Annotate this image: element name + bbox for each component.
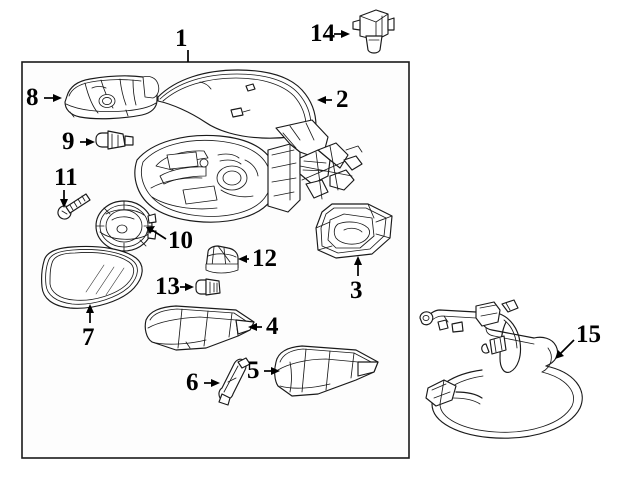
callout-leaders: [44, 30, 575, 387]
callout-label-6: 6: [186, 369, 199, 396]
leader-15: [559, 339, 575, 355]
part-1-linkage-detail: [299, 142, 363, 200]
callout-label-10: 10: [168, 227, 193, 254]
callout-label-11: 11: [54, 164, 78, 191]
callout-label-2: 2: [336, 86, 349, 113]
part-14-lamp-bulb-socket: [352, 9, 395, 54]
callout-label-1: 1: [175, 25, 188, 52]
callout-label-15: 15: [576, 321, 601, 348]
callout-label-9: 9: [62, 128, 75, 155]
callout-label-8: 8: [26, 84, 39, 111]
part-4-lower-cover-left: [144, 305, 255, 351]
callout-label-7: 7: [82, 324, 95, 351]
callout-label-14: 14: [310, 20, 335, 47]
callout-label-13: 13: [155, 273, 180, 300]
part-7-mirror-glass: [41, 245, 143, 309]
part-15-wiring-harness: [419, 299, 583, 439]
part-9-bulb-socket: [95, 130, 134, 150]
part-1-mirror-assembly-complete: [134, 119, 363, 223]
part-8-mirror-inner-housing: [64, 75, 160, 120]
callout-label-12: 12: [252, 245, 277, 272]
part-12-mounting-bracket: [205, 245, 239, 274]
leader-10: [151, 229, 167, 240]
callout-label-3: 3: [350, 277, 363, 304]
part-11-screw: [57, 193, 91, 220]
part-5-lower-cover-right: [274, 345, 379, 397]
callout-label-5: 5: [247, 357, 260, 384]
part-3-mirror-housing-cover: [315, 203, 393, 259]
callout-label-4: 4: [266, 313, 279, 340]
part-6-trim-strip: [218, 357, 251, 406]
part-10-mirror-actuator-motor: [95, 200, 157, 252]
part-13-electrical-connector: [195, 278, 221, 296]
